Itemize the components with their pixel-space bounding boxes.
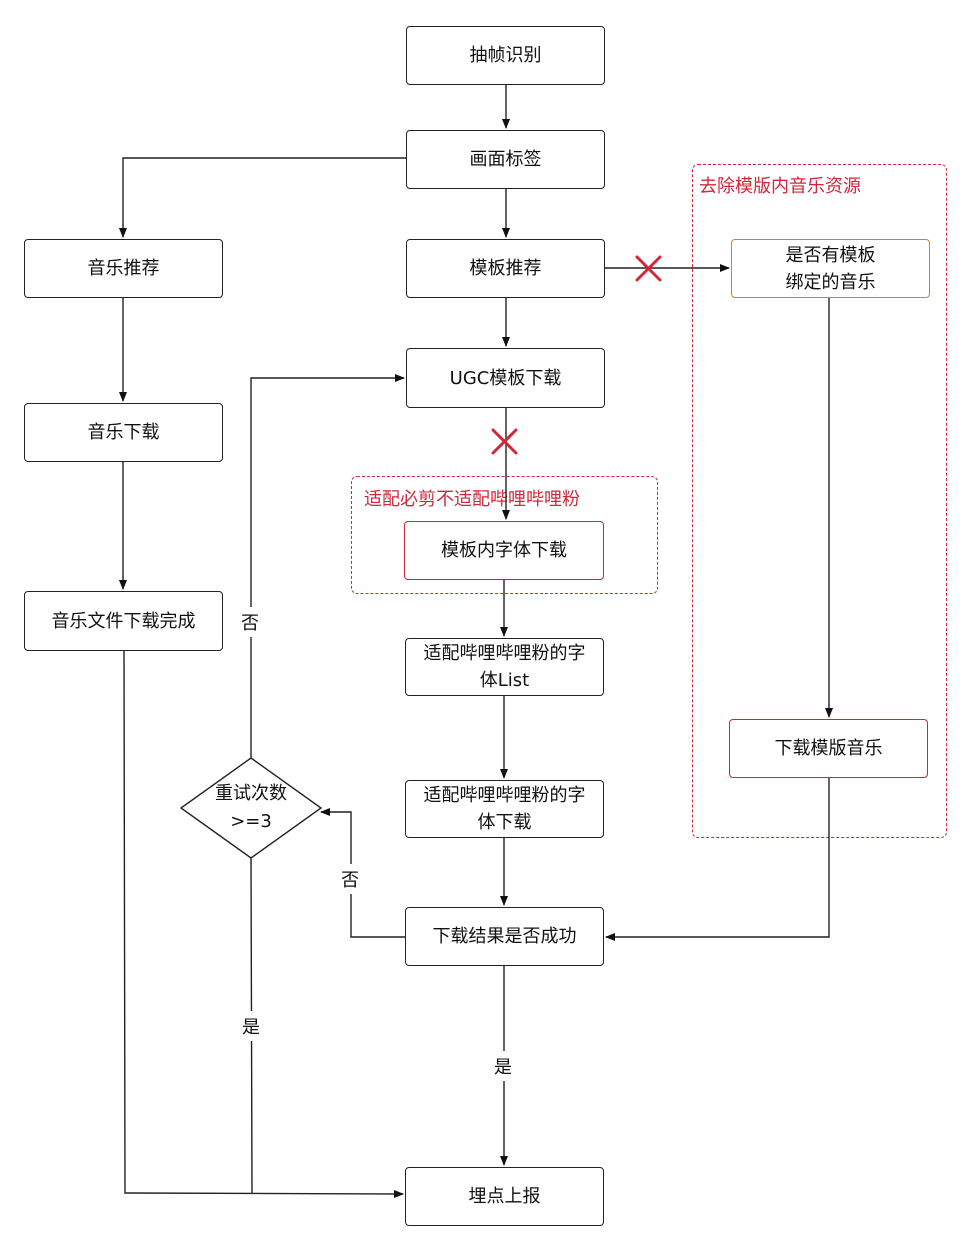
retry-decision-text: 重试次数 >=3	[215, 783, 287, 832]
node-template-recommend: 模板推荐	[406, 239, 605, 298]
node-download-result: 下载结果是否成功	[405, 907, 604, 966]
node-report: 埋点上报	[405, 1167, 604, 1226]
node-font-list: 适配哔哩哔哩粉的字 体List	[405, 638, 604, 696]
edge-result-no-to-retry	[320, 808, 406, 938]
node-frame-recognition: 抽帧识别	[406, 26, 605, 85]
node-font-download: 适配哔哩哔哩粉的字 体下载	[405, 780, 604, 838]
node-template-bound-music: 是否有模板 绑定的音乐	[731, 239, 930, 298]
group-remove-music	[692, 164, 947, 838]
node-music-file-done: 音乐文件下载完成	[24, 591, 223, 651]
edge-label-retry-no: 否	[241, 607, 259, 637]
blocked-x-icon-ugc	[491, 428, 518, 455]
group-font-adapt-label: 适配必剪不适配哔哩哔哩粉	[364, 489, 580, 510]
edge-retry-no-to-ugc	[250, 374, 405, 758]
node-download-template-music: 下载模版音乐	[729, 719, 928, 778]
edge-tags-to-music	[119, 157, 406, 238]
node-music-recommend: 音乐推荐	[24, 239, 223, 298]
edge-label-retry-yes: 是	[242, 1011, 260, 1041]
group-remove-music-label: 去除模版内音乐资源	[699, 176, 861, 197]
node-ugc-template-download: UGC模板下载	[406, 348, 605, 408]
node-template-font-download: 模板内字体下载	[404, 521, 604, 580]
edge-label-result-no: 否	[341, 864, 359, 894]
edge-download-music-to-result	[605, 778, 830, 941]
node-music-download: 音乐下载	[24, 403, 223, 462]
retry-decision-shape	[179, 757, 323, 859]
edge-label-result-yes: 是	[494, 1051, 512, 1081]
node-scene-tags: 画面标签	[406, 130, 605, 189]
edge-music-done-to-report	[123, 650, 404, 1198]
blocked-x-icon	[635, 255, 662, 282]
